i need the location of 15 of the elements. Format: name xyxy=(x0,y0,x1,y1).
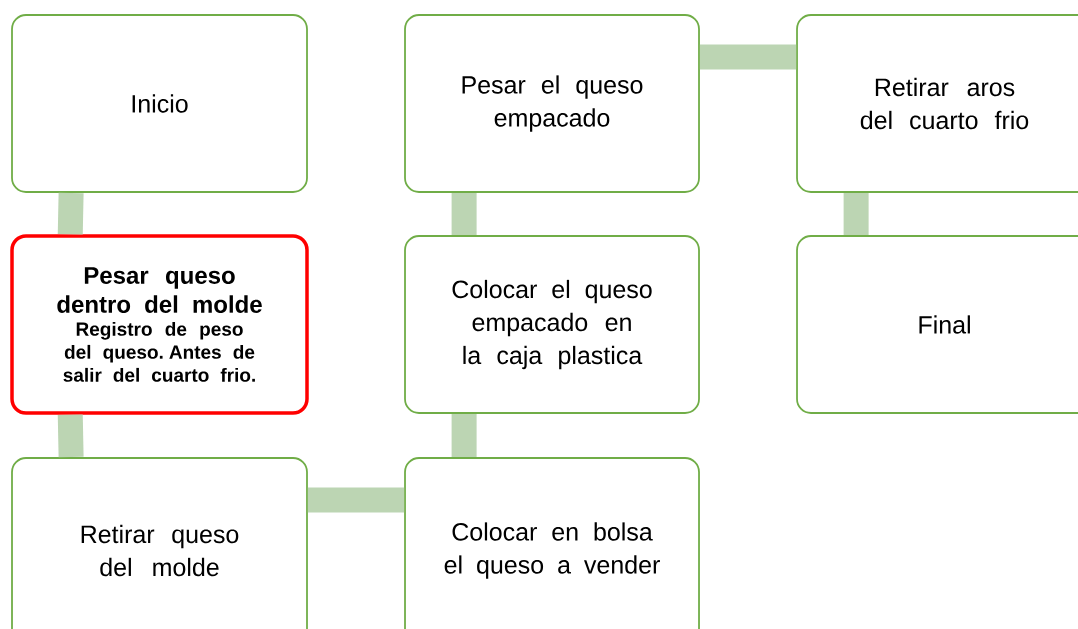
step-box: Retirar aros del cuarto frio xyxy=(796,14,1078,193)
step-box: Colocar en bolsa el queso a vender xyxy=(404,457,700,629)
step-box: Final xyxy=(796,235,1078,414)
connector-bar xyxy=(57,414,84,458)
step-box: Pesar queso dentro del molde Registro de peso del queso. Antes de salir del cuarto frio. xyxy=(10,234,309,415)
step-box: Retirar queso del molde xyxy=(11,457,308,629)
connector-bar xyxy=(699,44,797,70)
connector-bar xyxy=(451,413,477,458)
step-box: Colocar el queso empacado en la caja plastica xyxy=(404,235,700,414)
step-box: Inicio xyxy=(11,14,308,193)
connector-bar xyxy=(307,487,405,513)
connector-bar xyxy=(57,192,84,235)
connector-bar xyxy=(451,192,477,236)
connector-bar xyxy=(843,192,869,236)
step-box: Pesar el queso empacado xyxy=(404,14,700,193)
